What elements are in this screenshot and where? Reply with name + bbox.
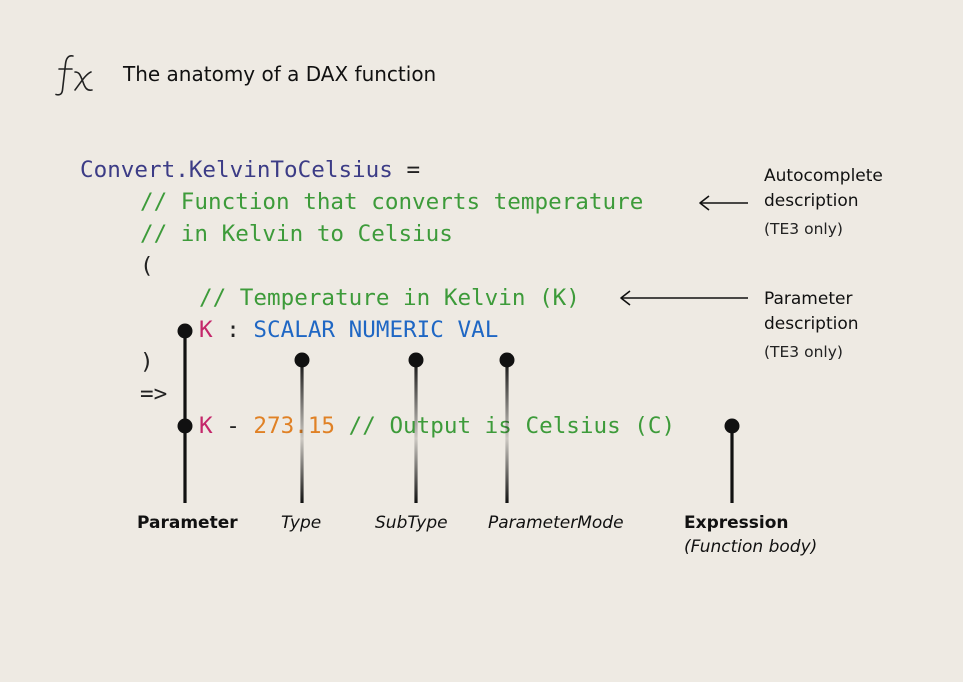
autocomplete-annotation-line1: Autocomplete — [764, 166, 883, 186]
label-expression-sub: (Function body) — [684, 537, 818, 557]
autocomplete-annotation: Autocomplete description (TE3 only) — [764, 164, 883, 244]
label-expression: Expression — [684, 513, 789, 533]
code-line-parameter: K : SCALAR NUMERIC VAL — [199, 317, 498, 343]
arrow-operator: => — [140, 381, 168, 407]
function-comment-1: // Function that converts temperature — [140, 189, 644, 215]
function-name: Convert.KelvinToCelsius — [80, 157, 393, 183]
autocomplete-annotation-line2: description — [764, 191, 859, 211]
assign-operator: = — [392, 157, 421, 183]
parameter-mode: VAL — [457, 317, 499, 343]
open-paren: ( — [140, 253, 154, 279]
code-line-expression: K - 273.15 // Output is Celsius (C) — [199, 413, 675, 439]
code-line-arrow: => — [140, 381, 167, 407]
parameter-name: K — [199, 317, 213, 343]
parameter-colon: : — [212, 317, 254, 343]
expression-parameter: K — [199, 413, 213, 439]
parameter-subtype: NUMERIC — [348, 317, 444, 343]
type-connector — [294, 352, 310, 503]
label-parameter: Parameter — [137, 513, 238, 533]
parameter-annotation-line2: description — [764, 314, 859, 334]
function-fx-icon — [55, 55, 93, 96]
expression-connector — [724, 418, 740, 503]
expression-minus: - — [212, 413, 254, 439]
subtype-connector — [408, 352, 424, 503]
function-comment-2: // in Kelvin to Celsius — [140, 221, 453, 247]
code-line-open-paren: ( — [140, 253, 154, 279]
label-type: Type — [281, 513, 322, 533]
parameter-comment: // Temperature in Kelvin (K) — [199, 285, 580, 311]
code-line-close-paren: ) — [140, 349, 154, 375]
parameter-type: SCALAR — [253, 317, 336, 343]
parameter-mode-connector — [499, 352, 515, 503]
code-line-comment-2: // in Kelvin to Celsius — [140, 221, 453, 247]
close-paren: ) — [140, 349, 154, 375]
label-subtype: SubType — [375, 513, 448, 533]
parameter-connector — [177, 323, 193, 503]
label-parameter-mode: ParameterMode — [488, 513, 624, 533]
parameter-annotation: Parameter description (TE3 only) — [764, 287, 859, 367]
parameter-annotation-note: (TE3 only) — [764, 343, 843, 361]
code-line-param-comment: // Temperature in Kelvin (K) — [199, 285, 580, 311]
expression-comment: // Output is Celsius (C) — [335, 413, 676, 439]
autocomplete-annotation-note: (TE3 only) — [764, 220, 843, 238]
expression-number: 273.15 — [253, 413, 336, 439]
page-title: The anatomy of a DAX function — [123, 62, 437, 86]
code-line-signature: Convert.KelvinToCelsius = — [80, 157, 420, 183]
parameter-description-arrow — [620, 290, 748, 306]
autocomplete-arrow — [699, 195, 748, 211]
code-line-comment-1: // Function that converts temperature — [140, 189, 643, 215]
parameter-annotation-line1: Parameter — [764, 289, 853, 309]
